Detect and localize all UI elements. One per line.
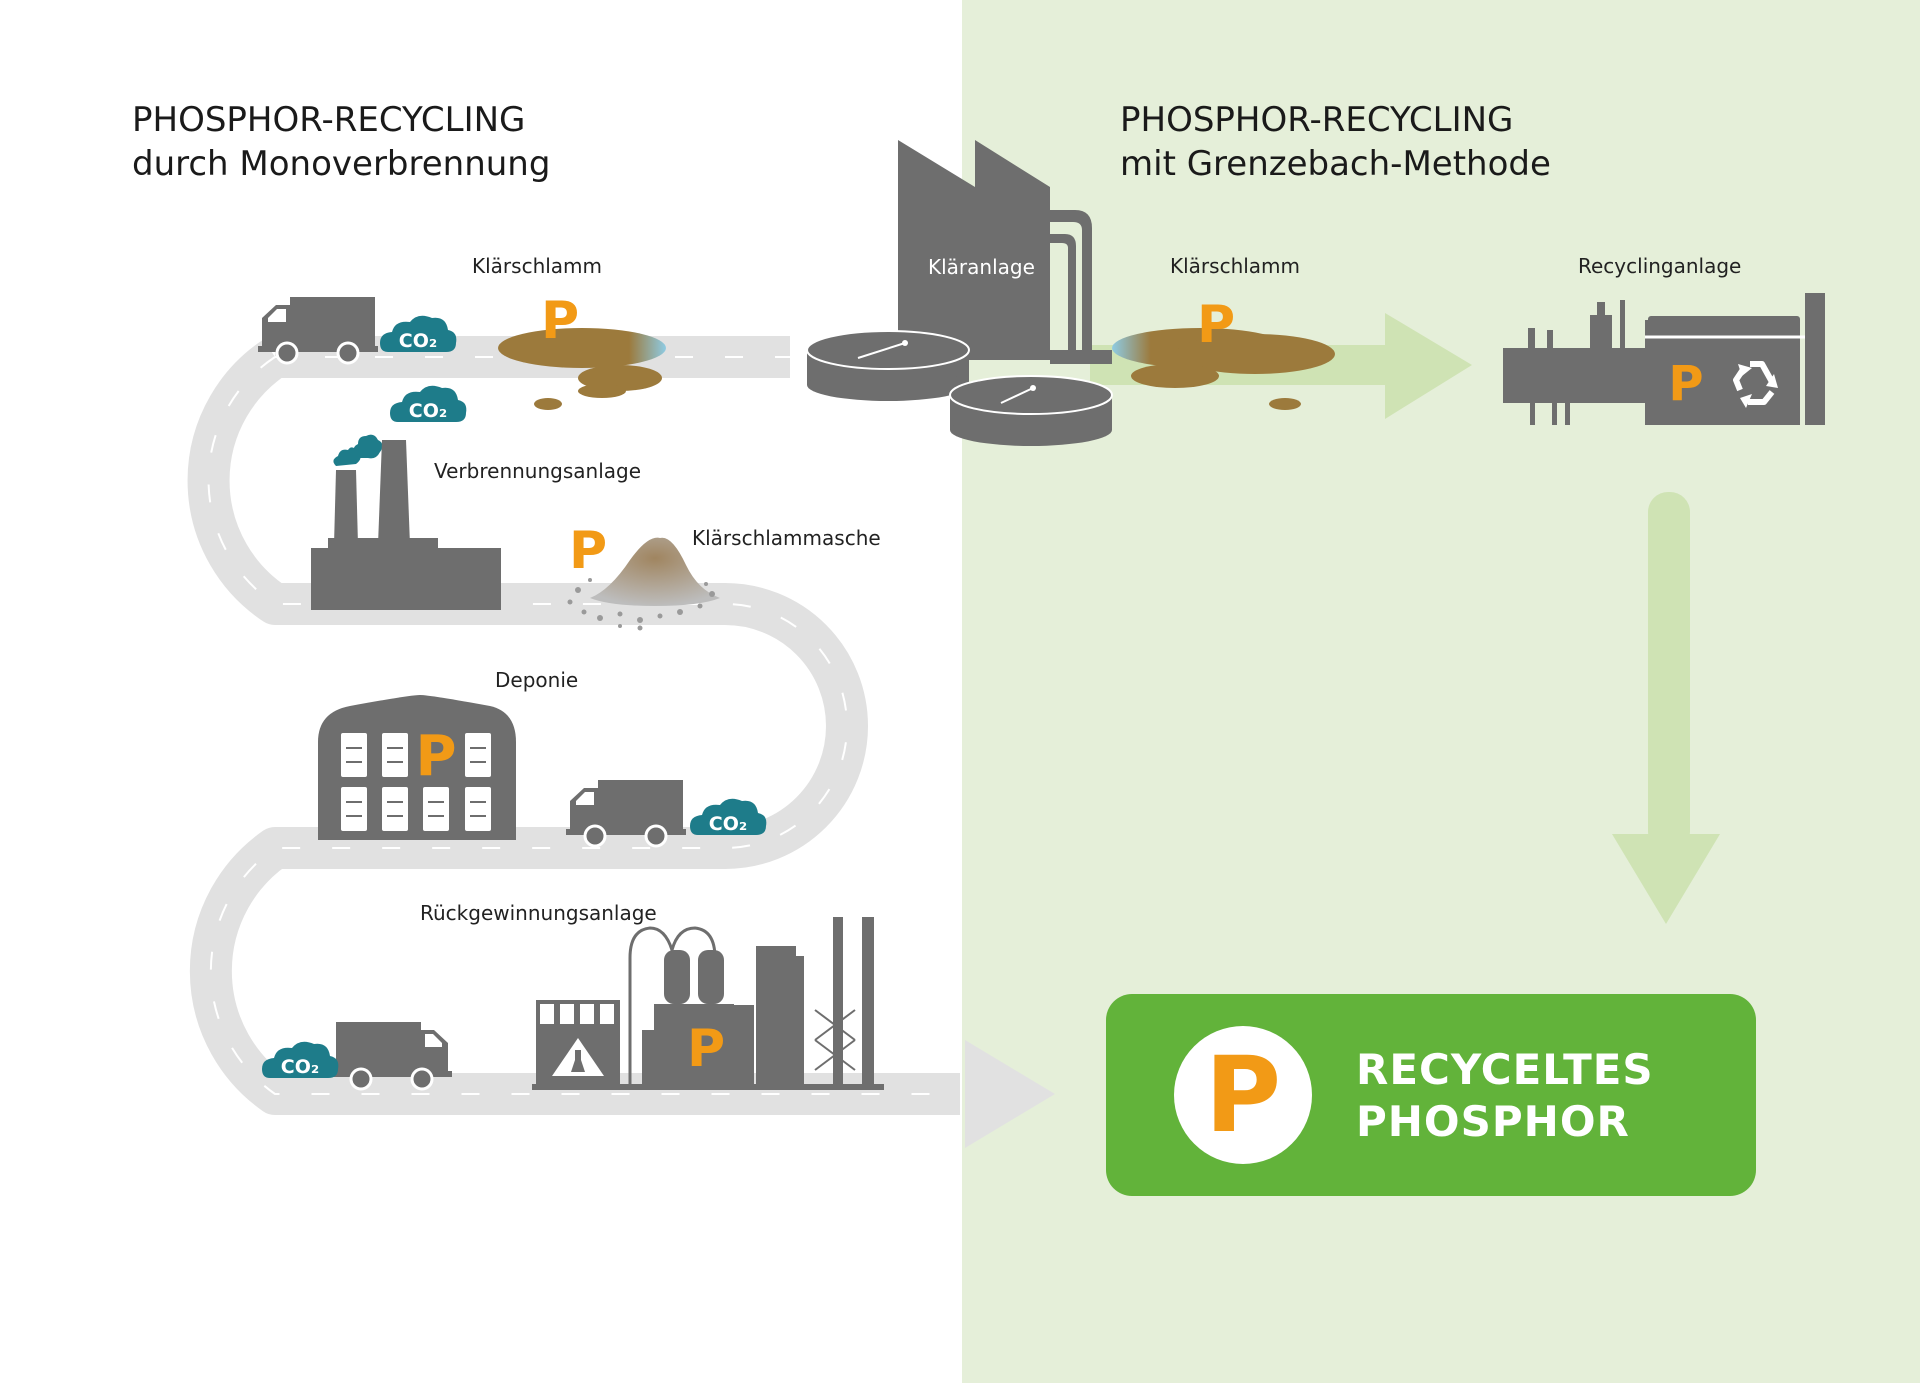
verbrennungsanlage-factory [311,434,501,610]
svg-text:CO₂: CO₂ [399,330,437,352]
svg-text:CO₂: CO₂ [281,1056,319,1078]
result-line1: RECYCELTES [1356,1045,1654,1094]
truck-icon [566,780,686,848]
result-text: RECYCELTES PHOSPHOR [1356,1044,1654,1148]
phosphor-marker-ash: P [569,521,607,581]
sludge-puddle-left [498,328,666,410]
label-rueckgewinnungsanlage: Rückgewinnungsanlage [420,901,657,925]
co2-cloud-icon: CO₂ [390,385,467,422]
label-klaerschlamm-left: Klärschlamm [472,254,603,278]
label-verbrennungsanlage: Verbrennungsanlage [434,459,642,483]
label-recyclinganlage: Recyclinganlage [1578,254,1742,278]
result-line2: PHOSPHOR [1356,1097,1630,1146]
phosphor-marker-recyclinganlage: P [1668,356,1703,412]
svg-text:CO₂: CO₂ [709,813,747,835]
label-klaeranlage: Kläranlage [928,255,1035,279]
phosphor-marker-sludge-left: P [541,291,579,351]
right-title-line2: mit Grenzebach-Methode [1120,144,1551,184]
label-deponie: Deponie [495,668,579,692]
klaeranlage-building [898,140,1112,364]
phosphor-badge-symbol: P [1204,1034,1282,1156]
truck-icon [258,297,378,365]
phosphor-marker-sludge-right: P [1197,295,1235,355]
left-title-line1: PHOSPHOR-RECYCLING [132,100,526,140]
co2-cloud-icon: CO₂ [380,315,457,352]
rueckgewinnungsanlage-plant [532,917,884,1090]
green-arrow-down [1612,492,1720,924]
clarifier-tank-2 [949,375,1113,446]
left-title-line2: durch Monoverbrennung [132,144,551,184]
co2-cloud-icon: CO₂ [262,1041,339,1078]
truck-icon [332,1022,452,1091]
co2-cloud-icon: CO₂ [690,798,767,835]
left-section-title: PHOSPHOR-RECYCLING durch Monoverbrennung [132,98,550,186]
recycled-phosphor-result: P RECYCELTES PHOSPHOR [1106,994,1756,1196]
hazard-flask-icon [552,1038,604,1076]
phosphor-marker-rueckgewinnung: P [687,1019,725,1079]
phosphor-badge-icon: P [1174,1026,1312,1164]
phosphor-marker-deponie: P [415,724,456,789]
ash-pile [567,537,720,631]
right-title-line1: PHOSPHOR-RECYCLING [1120,100,1514,140]
right-section-title: PHOSPHOR-RECYCLING mit Grenzebach-Method… [1120,98,1551,186]
svg-text:CO₂: CO₂ [409,400,447,422]
deponie-storage [318,695,516,840]
sludge-puddle-right [1112,328,1335,410]
clarifier-tank-1 [806,330,970,401]
label-klaerschlammasche: Klärschlammasche [692,526,881,550]
label-klaerschlamm-right: Klärschlamm [1170,254,1301,278]
recycle-icon [1733,361,1778,408]
